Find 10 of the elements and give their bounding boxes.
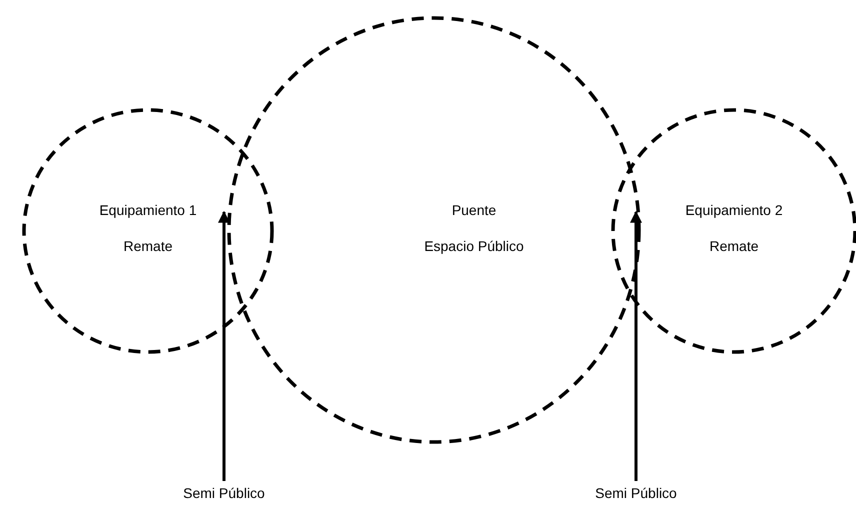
circle-subtitle: Remate: [708, 238, 760, 254]
circle-title: Puente: [450, 202, 498, 218]
circle-subtitle: Remate: [122, 238, 174, 254]
circle-title: Equipamiento 1: [98, 202, 198, 218]
arrow: [630, 210, 642, 481]
circle-title: Equipamiento 2: [684, 202, 784, 218]
arrow-label: Semi Público: [164, 485, 284, 505]
circle-subtitle: Espacio Público: [423, 238, 525, 254]
arrow-label: Semi Público: [576, 485, 696, 505]
arrow: [218, 210, 230, 481]
